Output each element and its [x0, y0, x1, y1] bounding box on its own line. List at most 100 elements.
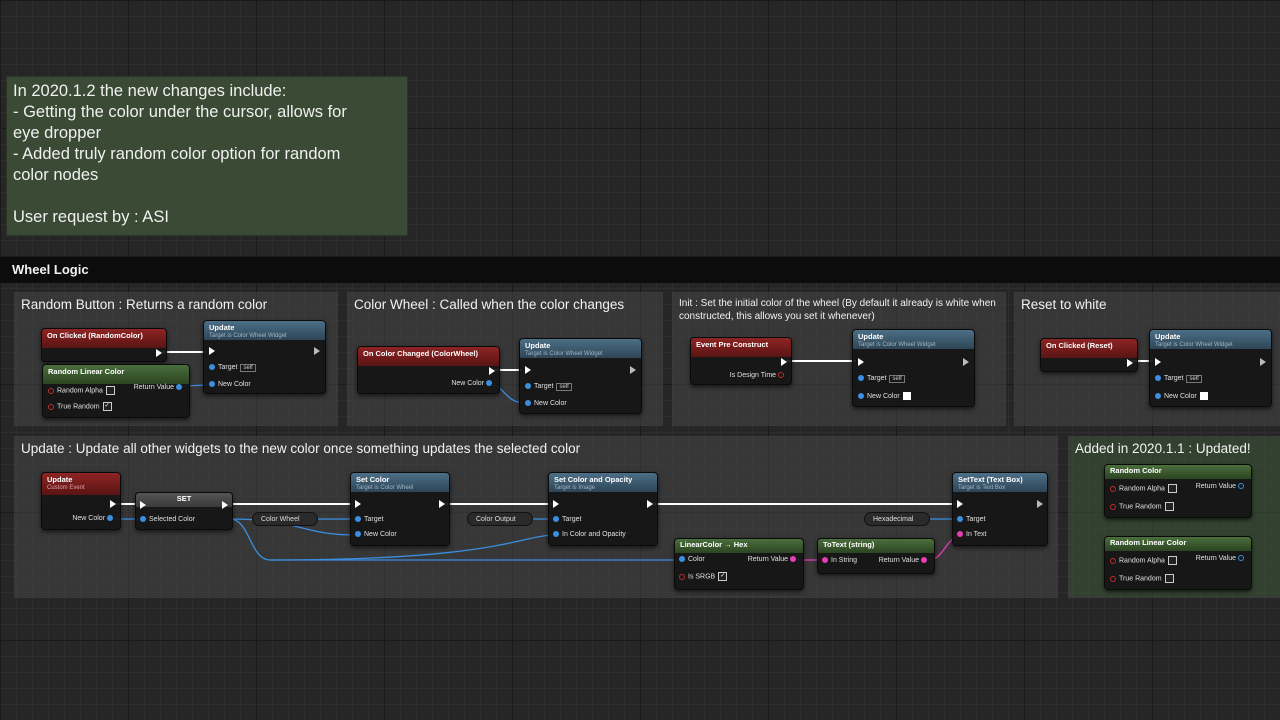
selected-color-pin[interactable]: Selected Color — [140, 516, 195, 523]
on-color-changed-node[interactable]: On Color Changed (ColorWheel) New Color — [357, 346, 500, 394]
exec-out-pin[interactable] — [110, 500, 116, 508]
checkbox[interactable] — [1167, 484, 1177, 493]
random-alpha-pin[interactable]: Random Alpha — [1110, 484, 1177, 493]
pin-label: Random Alpha — [57, 387, 103, 395]
exec-in-pin[interactable] — [1155, 358, 1161, 366]
in-color-opacity-pin[interactable]: In Color and Opacity — [553, 531, 626, 538]
random-alpha-pin[interactable]: Random Alpha — [48, 386, 115, 395]
exec-out-pin[interactable] — [630, 366, 636, 374]
target-pin[interactable]: Target — [957, 516, 985, 523]
return-value-pin[interactable]: Return Value — [134, 384, 185, 391]
color-swatch[interactable] — [1199, 392, 1208, 400]
note-line: User request by : ASI — [13, 208, 169, 226]
node-subtitle: Custom Event — [47, 485, 85, 491]
wheel-logic-comment-header[interactable]: Wheel Logic — [0, 257, 1280, 283]
exec-out-pin[interactable] — [647, 500, 653, 508]
new-color-pin[interactable]: New Color — [858, 392, 911, 400]
exec-in-pin[interactable] — [553, 500, 559, 508]
exec-out-pin[interactable] — [314, 347, 320, 355]
set-selected-color-node[interactable]: SET Selected Color — [135, 492, 233, 530]
true-random-pin[interactable]: True Random — [1110, 574, 1174, 583]
exec-in-pin[interactable] — [355, 500, 361, 508]
comment-title: Random Button : Returns a random color — [21, 297, 268, 312]
set-text-node[interactable]: SetText (Text Box)Target is Text Box Tar… — [952, 472, 1048, 546]
exec-out-pin[interactable] — [489, 367, 495, 375]
color-output-variable[interactable]: Color Output — [467, 512, 533, 526]
target-pin[interactable]: Target — [553, 516, 581, 523]
return-value-pin[interactable]: Return Value — [879, 557, 930, 564]
exec-in-pin[interactable] — [858, 358, 864, 366]
new-color-pin[interactable]: New Color — [525, 400, 567, 407]
exec-in-pin[interactable] — [140, 501, 146, 509]
node-subtitle: Target is Color Wheel Widget — [858, 342, 936, 348]
new-color-pin[interactable]: New Color — [1155, 392, 1208, 400]
exec-out-pin[interactable] — [156, 349, 162, 357]
return-value-pin[interactable]: Return Value — [1196, 483, 1247, 490]
comment-title: Init : Set the initial color of the whee… — [679, 298, 996, 322]
pin-label: Target — [364, 516, 384, 523]
new-color-pin[interactable]: New Color — [209, 381, 251, 388]
exec-out-pin[interactable] — [781, 358, 787, 366]
on-clicked-reset-node[interactable]: On Clicked (Reset) — [1040, 338, 1138, 372]
exec-out-pin[interactable] — [222, 501, 228, 509]
color-wheel-variable[interactable]: Color Wheel — [252, 512, 318, 526]
exec-out-pin[interactable] — [1260, 358, 1266, 366]
checkbox[interactable] — [1164, 574, 1174, 583]
exec-in-pin[interactable] — [525, 366, 531, 374]
linear-color-to-hex-node[interactable]: LinearColor → Hex Color Return Value Is … — [674, 538, 804, 590]
return-value-pin[interactable]: Return Value — [748, 556, 799, 563]
checkbox[interactable] — [1167, 556, 1177, 565]
pin-label: New Color — [867, 392, 900, 400]
is-srgb-pin[interactable]: Is SRGB✓ — [679, 572, 728, 581]
checkbox-checked[interactable]: ✓ — [102, 402, 112, 411]
checkbox-checked[interactable]: ✓ — [718, 572, 728, 581]
exec-in-pin[interactable] — [209, 347, 215, 355]
random-alpha-pin[interactable]: Random Alpha — [1110, 556, 1177, 565]
exec-in-pin[interactable] — [957, 500, 963, 508]
hexadecimal-variable[interactable]: Hexadecimal — [864, 512, 930, 526]
pin-label: Random Alpha — [1119, 557, 1165, 565]
in-string-pin[interactable]: In String — [822, 557, 857, 564]
node-title: Update — [525, 341, 551, 350]
exec-out-pin[interactable] — [1127, 359, 1133, 367]
color-swatch[interactable] — [902, 392, 911, 400]
node-subtitle: Target is Color Wheel Widget — [209, 333, 287, 339]
random-linear-color-node-2[interactable]: Random Linear Color Random Alpha True Ra… — [1104, 536, 1252, 590]
exec-out-pin[interactable] — [1037, 500, 1043, 508]
comment-title: Update : Update all other widgets to the… — [21, 441, 581, 456]
random-color-node[interactable]: Random Color Random Alpha True Random Re… — [1104, 464, 1252, 518]
to-text-string-node[interactable]: ToText (string) In String Return Value — [817, 538, 935, 574]
checkbox[interactable] — [1164, 502, 1174, 511]
true-random-pin[interactable]: True Random✓ — [48, 402, 112, 411]
on-clicked-random-node[interactable]: On Clicked (RandomColor) — [41, 328, 167, 362]
new-color-pin[interactable]: New Color — [355, 531, 397, 538]
checkbox[interactable] — [105, 386, 115, 395]
target-pin[interactable]: Target — [355, 516, 383, 523]
true-random-pin[interactable]: True Random — [1110, 502, 1174, 511]
exec-out-pin[interactable] — [963, 358, 969, 366]
pin-label: Target — [218, 364, 238, 371]
new-color-pin[interactable]: New Color — [451, 380, 495, 387]
self-box: self — [1186, 375, 1202, 383]
is-design-time-pin[interactable]: Is Design Time — [730, 372, 787, 379]
new-color-pin[interactable]: New Color — [72, 515, 116, 522]
event-pre-construct-node[interactable]: Event Pre Construct Is Design Time — [690, 337, 792, 385]
random-linear-color-node[interactable]: Random Linear Color Random Alpha True Ra… — [42, 364, 190, 418]
color-pin[interactable]: Color — [679, 556, 705, 563]
return-value-pin[interactable]: Return Value — [1196, 555, 1247, 562]
exec-out-pin[interactable] — [439, 500, 445, 508]
in-text-pin[interactable]: In Text — [957, 531, 987, 538]
version-note-comment[interactable]: In 2020.1.2 the new changes include: - G… — [6, 76, 408, 236]
